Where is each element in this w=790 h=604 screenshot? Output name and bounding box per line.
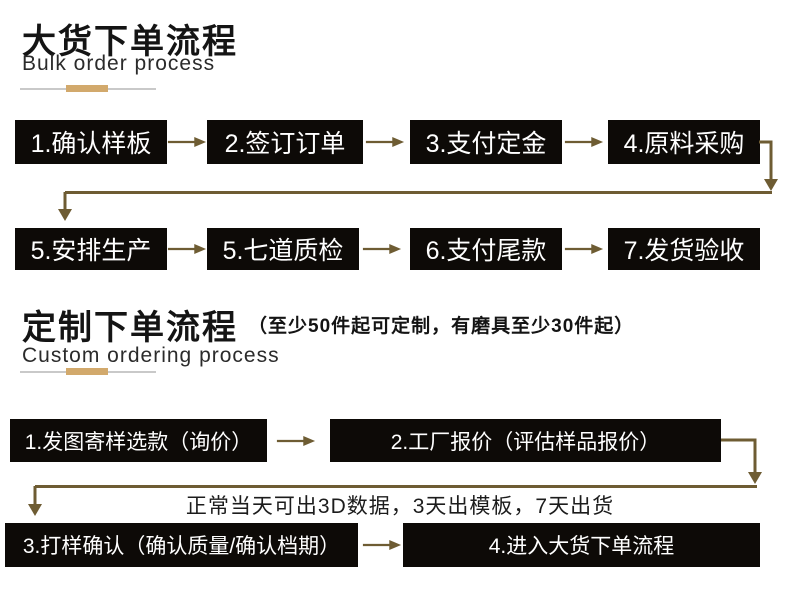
bulk-step-4: 4.原料采购 (608, 120, 760, 164)
title-underline (20, 368, 156, 375)
bulk-step-1: 1.确认样板 (15, 120, 167, 164)
custom-step-4: 4.进入大货下单流程 (403, 523, 760, 567)
custom-title-text: 定制下单流程 (22, 309, 238, 347)
arrow-right-icon (564, 133, 604, 151)
bulk-step-5: 5.安排生产 (15, 228, 167, 270)
arrow-right-icon (167, 133, 207, 151)
arrow-right-icon (564, 240, 604, 258)
custom-step-1: 1.发图寄样选款（询价） (10, 419, 267, 462)
bulk-step-8: 7.发货验收 (608, 228, 760, 270)
custom-title-note: （至少50件起可定制，有磨具至少30件起） (248, 316, 635, 337)
lead-time-note: 正常当天可出3D数据，3天出模板，7天出货 (185, 495, 615, 518)
custom-step-3: 3.打样确认（确认质量/确认档期） (5, 523, 358, 567)
bulk-subtitle-en: Bulk order process (22, 52, 216, 75)
bulk-step-3: 3.支付定金 (410, 120, 562, 164)
custom-step-2: 2.工厂报价（评估样品报价） (330, 419, 721, 462)
bulk-step-2: 2.签订订单 (207, 120, 363, 164)
underline-accent (66, 368, 108, 375)
arrow-right-icon (167, 240, 207, 258)
arrow-right-icon (276, 432, 316, 450)
underline-accent (66, 85, 108, 92)
bulk-step-6: 5.七道质检 (207, 228, 359, 270)
arrow-right-icon (365, 133, 405, 151)
title-underline (20, 85, 156, 92)
custom-subtitle-en: Custom ordering process (22, 344, 280, 367)
bulk-section-title: 大货下单流程 (22, 14, 238, 63)
arrow-right-icon (362, 536, 402, 554)
custom-section-title: 定制下单流程 （至少50件起可定制，有磨具至少30件起） (22, 300, 634, 349)
arrow-right-icon (362, 240, 402, 258)
connector-line (25, 430, 770, 525)
bulk-step-7: 6.支付尾款 (410, 228, 562, 270)
bulk-title-text: 大货下单流程 (22, 23, 238, 61)
connector-line (55, 133, 780, 228)
